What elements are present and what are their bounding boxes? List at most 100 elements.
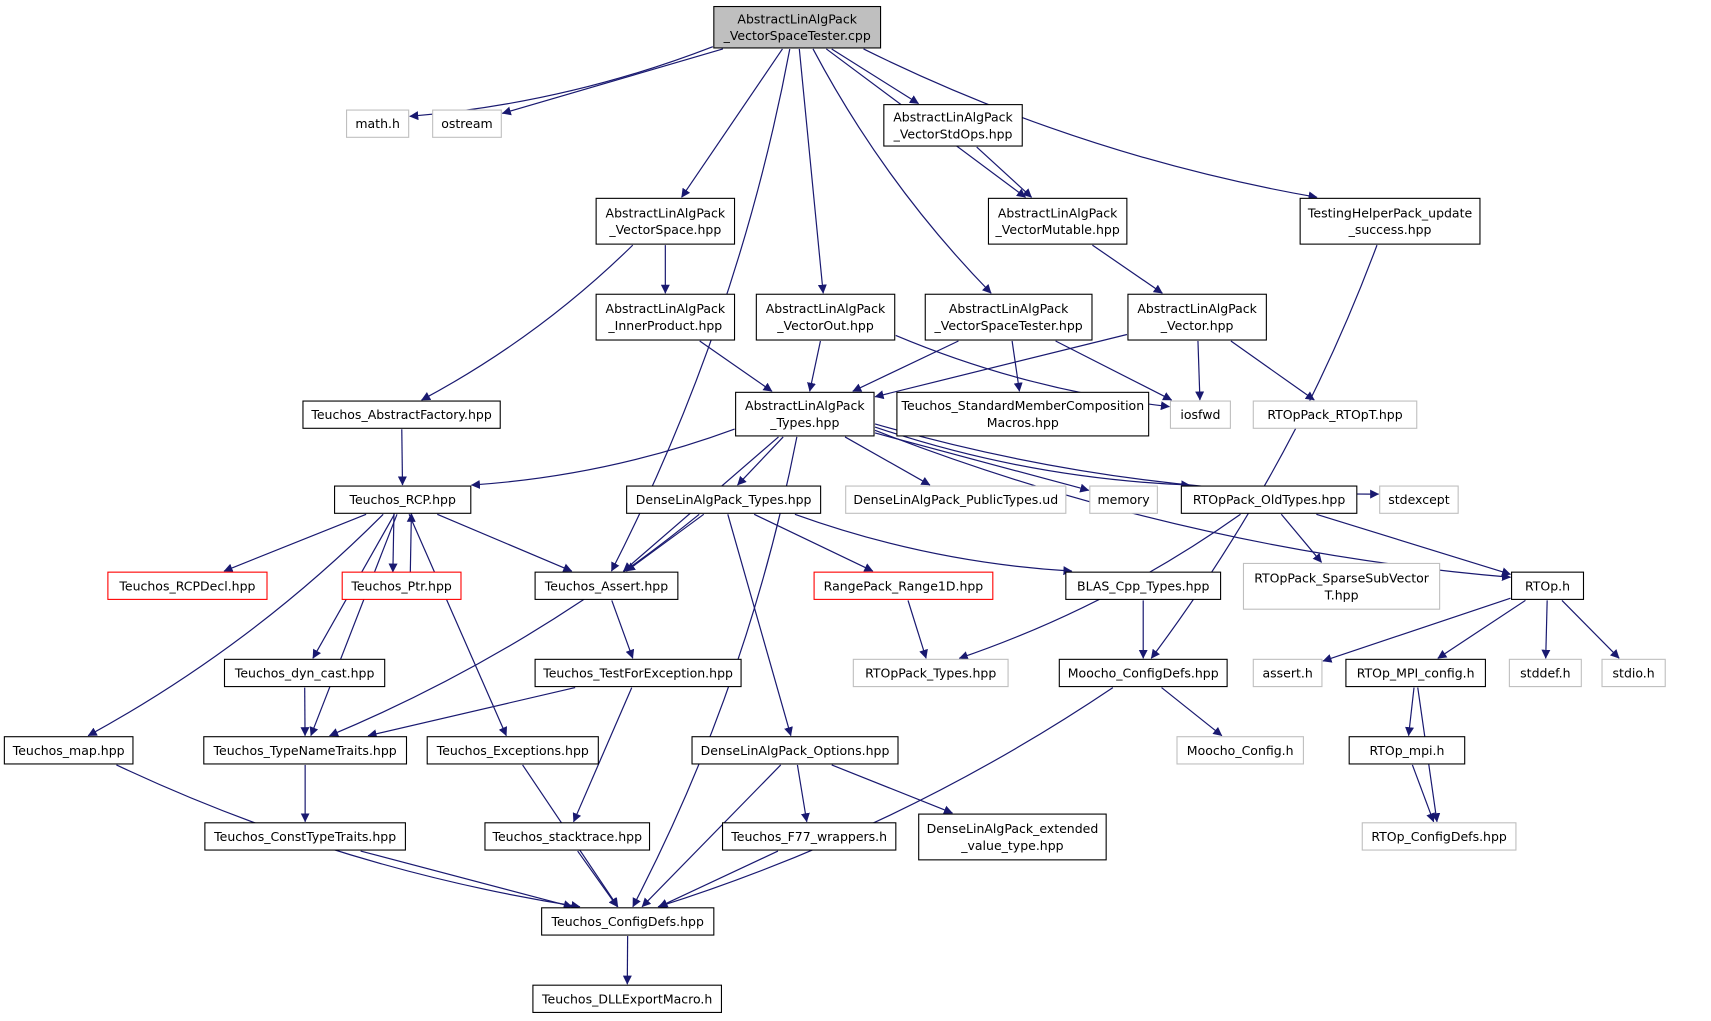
edge-vst-to-smc — [1011, 340, 1023, 392]
node-dlaext[interactable]: DenseLinAlgPack_extended_value_type.hpp — [918, 813, 1107, 861]
node-blas[interactable]: BLAS_Cpp_Types.hpp — [1065, 571, 1222, 600]
edge-root-to-thp — [863, 48, 1318, 201]
node-label-dll: Teuchos_DLLExportMacro.h — [541, 991, 712, 1006]
node-tcdefs[interactable]: Teuchos_ConfigDefs.hpp — [541, 907, 715, 936]
node-label-types: _Types.hpp — [769, 415, 839, 430]
node-box-types — [735, 391, 875, 437]
node-thp[interactable]: TestingHelperPack_update_success.hpp — [1299, 197, 1481, 245]
edge-dlaopt-to-dlaext — [831, 764, 953, 815]
node-mcdefs[interactable]: Moocho_ConfigDefs.hpp — [1058, 658, 1228, 688]
node-rtopcdefs: RTOp_ConfigDefs.hpp — [1361, 822, 1517, 851]
edge-root-to-stdops — [831, 48, 919, 105]
node-vec[interactable]: AbstractLinAlgPack_Vector.hpp — [1127, 293, 1267, 341]
node-label-types: AbstractLinAlgPack — [745, 398, 865, 413]
node-oldtypes[interactable]: RTOpPack_OldTypes.hpp — [1180, 485, 1358, 514]
node-inner[interactable]: AbstractLinAlgPack_InnerProduct.hpp — [595, 293, 736, 341]
node-box-stdio — [1601, 658, 1666, 688]
node-box-ssv — [1242, 562, 1441, 610]
node-label-f77: Teuchos_F77_wrappers.h — [730, 829, 887, 844]
node-box-vout — [755, 293, 896, 341]
node-label-dlatypes: DenseLinAlgPack_Types.hpp — [636, 492, 812, 507]
node-vout[interactable]: AbstractLinAlgPack_VectorOut.hpp — [755, 293, 896, 341]
node-dyncast[interactable]: Teuchos_dyn_cast.hpp — [223, 658, 386, 688]
edge-f77-to-tcdefs — [658, 850, 779, 908]
edge-mcdefs-to-mconfig — [1161, 687, 1223, 737]
node-label-root: AbstractLinAlgPack — [737, 11, 857, 26]
node-label-memory: memory — [1097, 492, 1150, 507]
node-ctt[interactable]: Teuchos_ConstTypeTraits.hpp — [204, 822, 406, 851]
node-box-oldtypes — [1180, 485, 1358, 514]
node-label-thp: _success.hpp — [1348, 222, 1432, 237]
edge-vspace-to-absfac — [421, 244, 634, 401]
edge-rcp-to-exc — [408, 514, 508, 737]
edge-rcp-to-tnt — [309, 514, 398, 737]
edge-range-to-rtoptypes — [907, 600, 928, 659]
node-label-rcp: Teuchos_RCP.hpp — [348, 492, 456, 507]
node-vst[interactable]: AbstractLinAlgPack _VectorSpaceTester.hpp — [924, 293, 1093, 341]
node-stack[interactable]: Teuchos_stacktrace.hpp — [484, 822, 651, 851]
node-label-asserth: assert.h — [1262, 665, 1312, 680]
node-dll[interactable]: Teuchos_DLLExportMacro.h — [532, 984, 723, 1013]
edge-mpiconfig-to-rtopmpi — [1405, 687, 1415, 737]
node-stdops[interactable]: AbstractLinAlgPack_VectorStdOps.hpp — [883, 104, 1023, 147]
node-rcpdecl[interactable]: Teuchos_RCPDecl.hpp — [107, 571, 268, 600]
node-map[interactable]: Teuchos_map.hpp — [3, 736, 134, 765]
edge-rtoph-to-stdio — [1561, 599, 1620, 659]
node-vspace[interactable]: AbstractLinAlgPack_VectorSpace.hpp — [595, 197, 736, 245]
node-box-f77 — [721, 822, 897, 851]
node-assert[interactable]: Teuchos_Assert.hpp — [534, 571, 679, 600]
node-box-exc — [426, 736, 599, 765]
edge-root-to-vspace — [681, 48, 783, 198]
node-rcp[interactable]: Teuchos_RCP.hpp — [334, 485, 472, 514]
node-ostream: ostream — [432, 109, 502, 138]
node-box-ptr — [341, 571, 462, 600]
node-rtoph[interactable]: RTOp.h — [1511, 571, 1585, 600]
node-box-mconfig — [1176, 736, 1304, 765]
node-box-stddef — [1508, 658, 1582, 688]
node-exc[interactable]: Teuchos_Exceptions.hpp — [426, 736, 599, 765]
node-label-dlapub: DenseLinAlgPack_PublicTypes.ud — [853, 492, 1058, 507]
node-ptr[interactable]: Teuchos_Ptr.hpp — [341, 571, 462, 600]
node-box-vst — [924, 293, 1093, 341]
edge-tfe-to-stack — [572, 687, 633, 823]
node-box-absfac — [302, 400, 501, 429]
node-root[interactable]: AbstractLinAlgPack_VectorSpaceTester.cpp — [713, 5, 882, 49]
edge-types-to-dlapub — [844, 436, 931, 486]
node-label-assert: Teuchos_Assert.hpp — [544, 578, 668, 593]
edge-types-to-memory — [874, 432, 1090, 493]
node-label-range: RangePack_Range1D.hpp — [824, 578, 984, 593]
node-label-vst: _VectorSpaceTester.hpp — [933, 318, 1082, 333]
node-range[interactable]: RangePack_Range1D.hpp — [813, 571, 994, 600]
node-box-stdexcept — [1379, 485, 1459, 514]
edge-rtoph-to-mpiconfig — [1437, 599, 1526, 659]
node-dlaopt[interactable]: DenseLinAlgPack_Options.hpp — [691, 736, 899, 765]
node-dlapub: DenseLinAlgPack_PublicTypes.ud — [845, 485, 1067, 514]
node-label-ptr: Teuchos_Ptr.hpp — [350, 578, 452, 593]
node-label-vst: AbstractLinAlgPack — [949, 301, 1069, 316]
node-box-dlaext — [918, 813, 1107, 861]
edge-dlatypes-to-tnt — [329, 513, 700, 737]
edge-layer — [87, 46, 1620, 985]
node-dlatypes[interactable]: DenseLinAlgPack_Types.hpp — [626, 485, 822, 514]
node-f77[interactable]: Teuchos_F77_wrappers.h — [721, 822, 897, 851]
node-box-stdops — [883, 104, 1023, 147]
edge-map-to-tcdefs — [116, 764, 581, 910]
node-absfac[interactable]: Teuchos_AbstractFactory.hpp — [302, 400, 501, 429]
node-smc[interactable]: Teuchos_StandardMemberCompositionMacros.… — [896, 391, 1150, 437]
node-label-oldtypes: RTOpPack_OldTypes.hpp — [1193, 492, 1345, 507]
node-label-map: Teuchos_map.hpp — [12, 743, 125, 758]
node-rtopmpi[interactable]: RTOp_mpi.h — [1348, 736, 1466, 765]
node-stddef: stddef.h — [1508, 658, 1582, 688]
node-mpiconfig[interactable]: RTOp_MPI_config.h — [1345, 658, 1486, 688]
node-asserth: assert.h — [1252, 658, 1323, 688]
node-label-vec: _Vector.hpp — [1160, 318, 1234, 333]
node-vmut[interactable]: AbstractLinAlgPack_VectorMutable.hpp — [987, 197, 1128, 245]
edge-dlaopt-to-tcdefs — [641, 764, 782, 908]
edge-tfe-to-tnt — [367, 686, 576, 739]
node-label-dlaext: _value_type.hpp — [960, 838, 1063, 853]
edge-absfac-to-rcp — [397, 429, 407, 486]
node-types[interactable]: AbstractLinAlgPack _Types.hpp — [735, 391, 875, 437]
node-tfe[interactable]: Teuchos_TestForException.hpp — [534, 658, 742, 688]
node-tnt[interactable]: Teuchos_TypeNameTraits.hpp — [203, 736, 408, 765]
node-box-thp — [1299, 197, 1481, 245]
